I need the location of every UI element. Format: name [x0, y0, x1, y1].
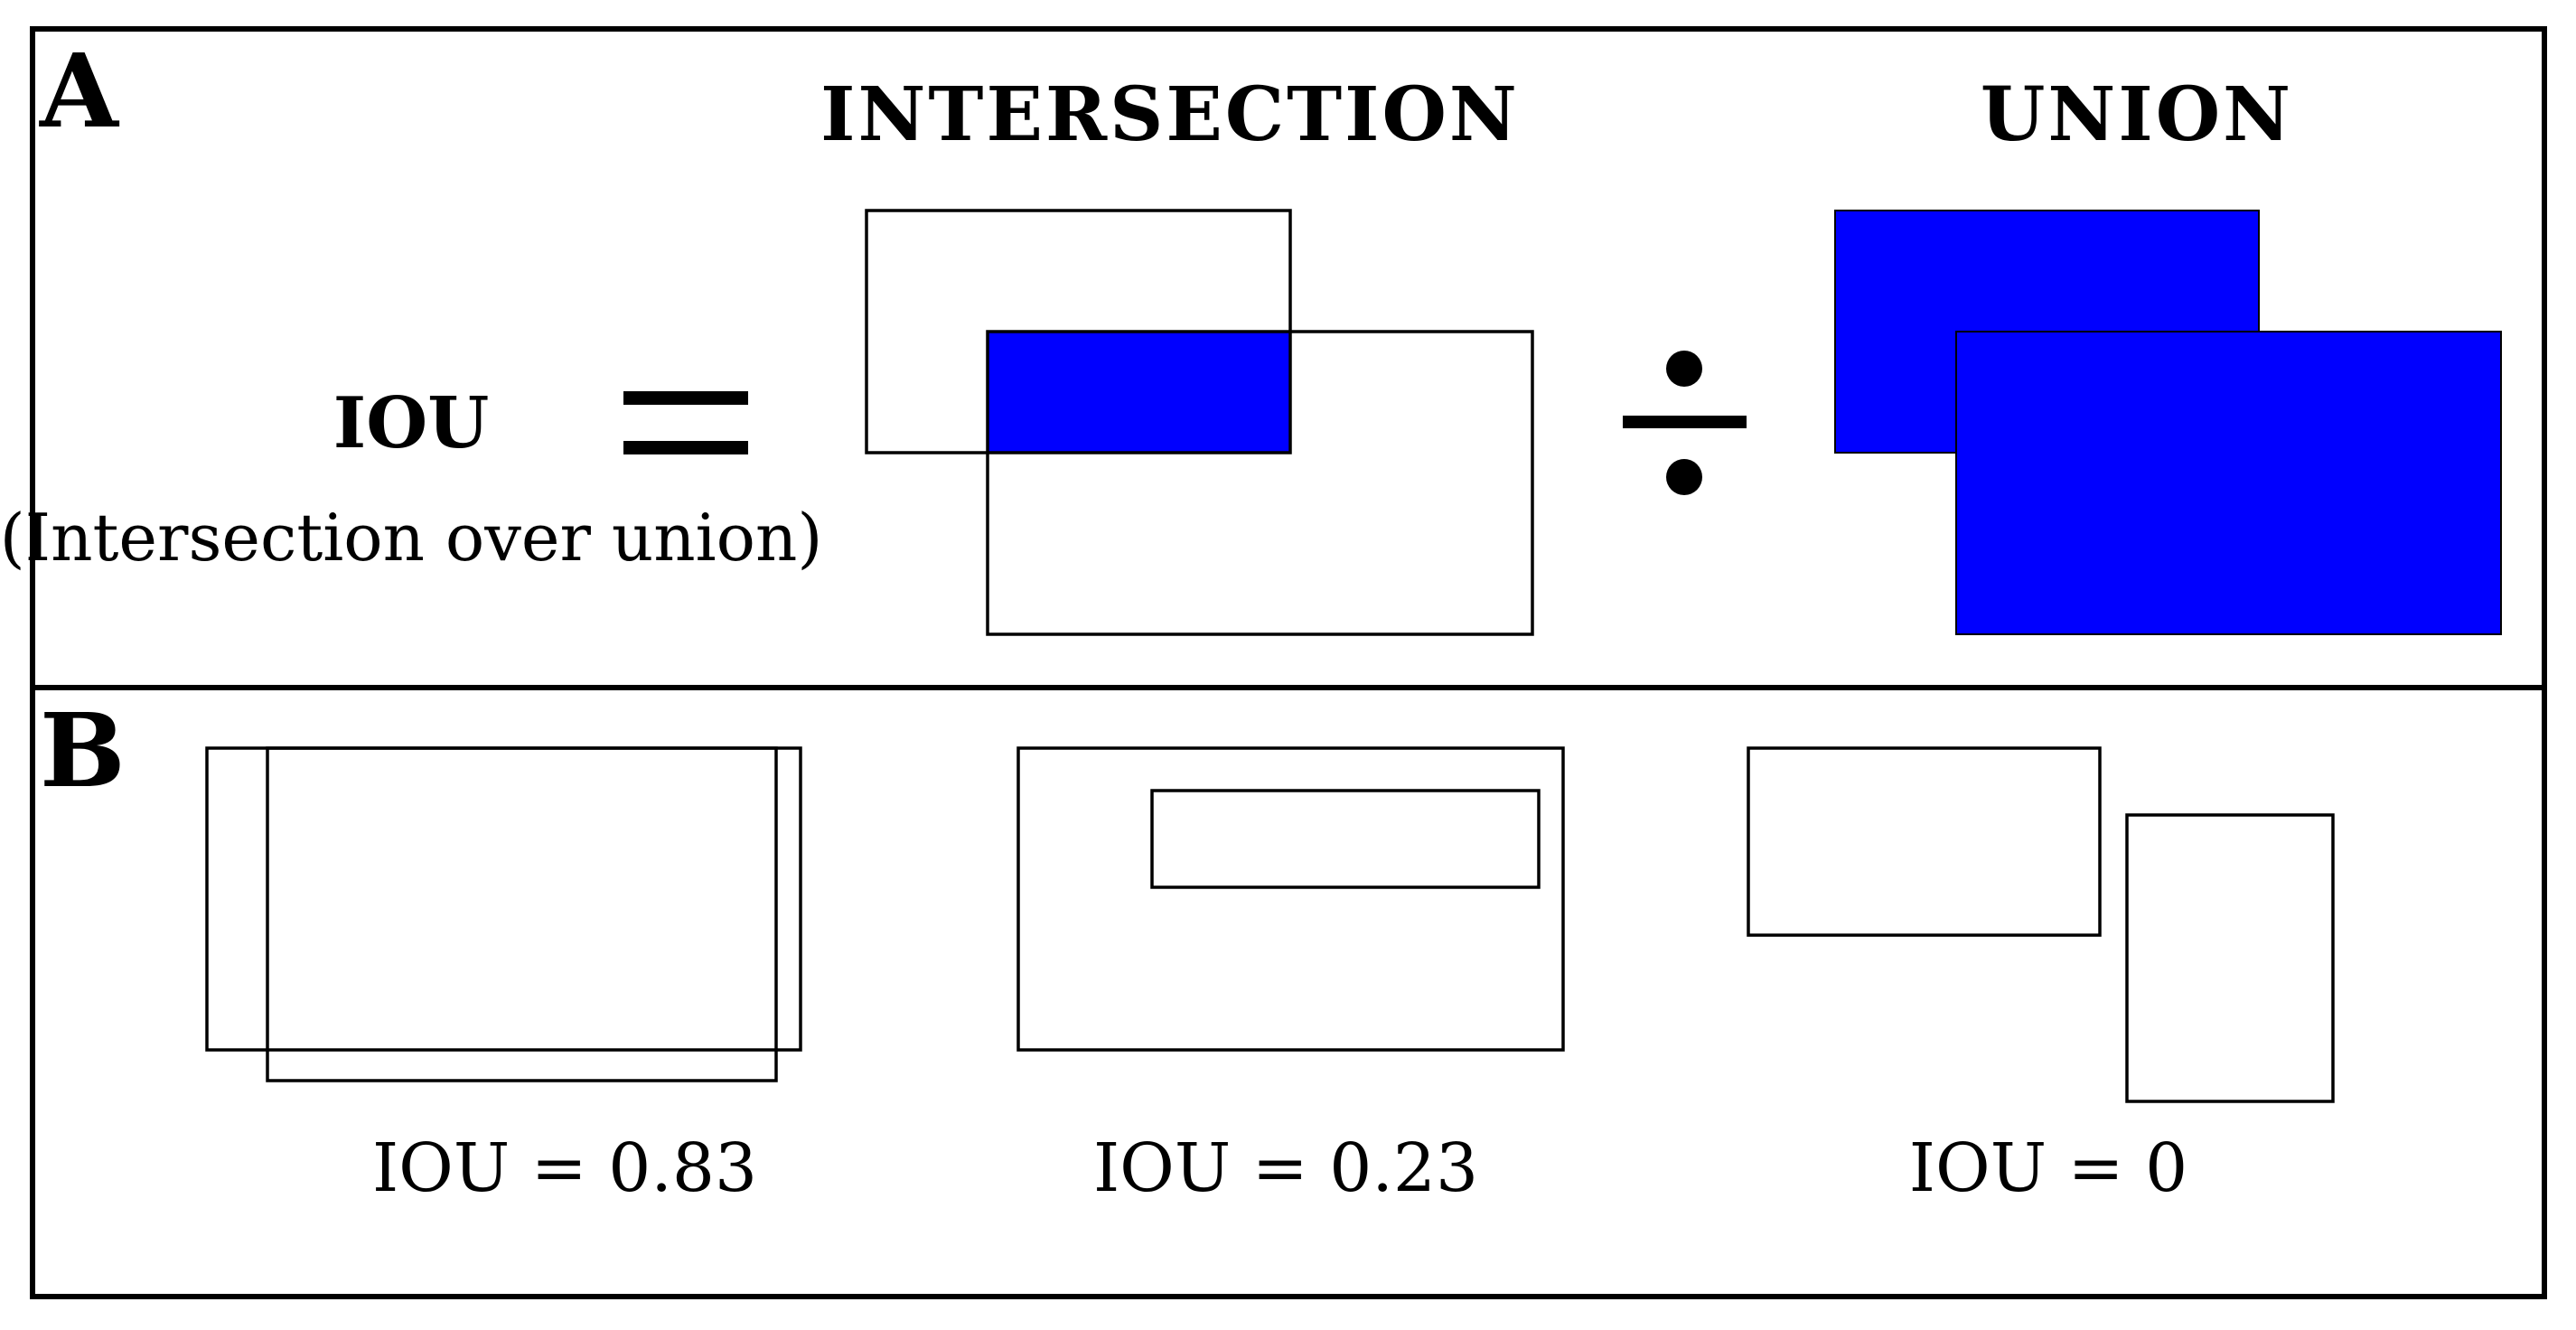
union-box-2 — [1955, 331, 2502, 635]
example-no-overlap — [1747, 746, 2335, 1103]
example-3-box-b — [2125, 813, 2335, 1103]
panel-a-label: A — [39, 33, 120, 151]
equals-sign — [623, 391, 748, 454]
example-2-outer-box — [1016, 746, 1565, 1052]
iou-label: IOU — [333, 382, 489, 464]
iou-subtitle: (Intersection over union) — [0, 500, 822, 576]
example-3-caption: IOU = 0 — [1909, 1129, 2187, 1207]
divide-sign — [1623, 351, 1747, 495]
panel-b-label: B — [40, 692, 126, 810]
example-high-overlap — [205, 746, 802, 1082]
example-1-caption: IOU = 0.83 — [372, 1129, 757, 1207]
box-2 — [986, 330, 1534, 636]
example-1-box-a — [205, 746, 802, 1052]
example-1-box-b — [266, 746, 778, 1082]
example-2-caption: IOU = 0.23 — [1093, 1129, 1478, 1207]
intersection-title: INTERSECTION — [820, 71, 1520, 158]
example-3-box-a — [1747, 746, 2102, 937]
panel-b-frame — [30, 685, 2547, 1299]
example-2-inner-box — [1150, 789, 1541, 889]
union-illustration — [1834, 210, 2502, 635]
union-title: UNION — [1981, 71, 2293, 158]
example-contained — [1016, 746, 1565, 1052]
intersection-overlap-region — [988, 332, 1290, 453]
intersection-illustration — [865, 209, 1534, 636]
